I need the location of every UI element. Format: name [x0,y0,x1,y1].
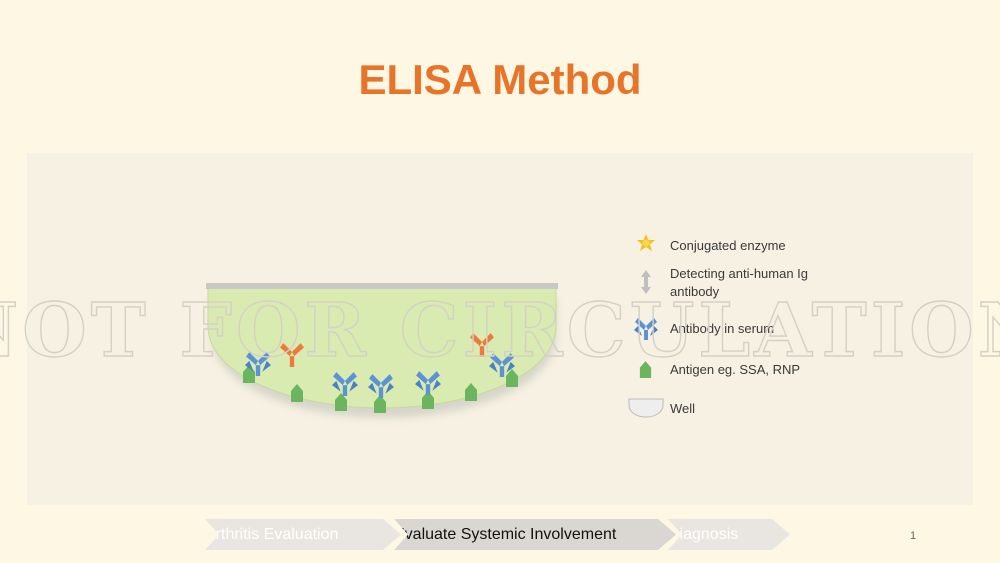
slide-title: ELISA Method [358,56,642,103]
breadcrumb-evaluate-systemic-involvement[interactable]: Evaluate Systemic Involvement [394,519,676,550]
legend-label-antigen: Antigen eg. SSA, RNP [670,362,801,377]
legend-label-serum-antibody: Antibody in serum [670,321,775,336]
legend-label-well: Well [670,401,696,416]
y-shape-icon [634,318,658,340]
legend-label-detecting-antibody: Detecting anti-human Ig antibody [670,266,809,299]
legend-label-enzyme: Conjugated enzyme [670,238,786,253]
well-rim [206,283,558,289]
breadcrumb-arthritis-evaluation[interactable]: Arthritis Evaluation [205,519,401,550]
breadcrumb-diagnosis[interactable]: Diagnosis [668,519,790,550]
bowl-icon [628,398,664,418]
pentagon-icon [639,361,652,378]
double-arrow-icon [641,270,651,294]
sun-icon [637,234,655,251]
page-number: 1 [910,530,917,542]
